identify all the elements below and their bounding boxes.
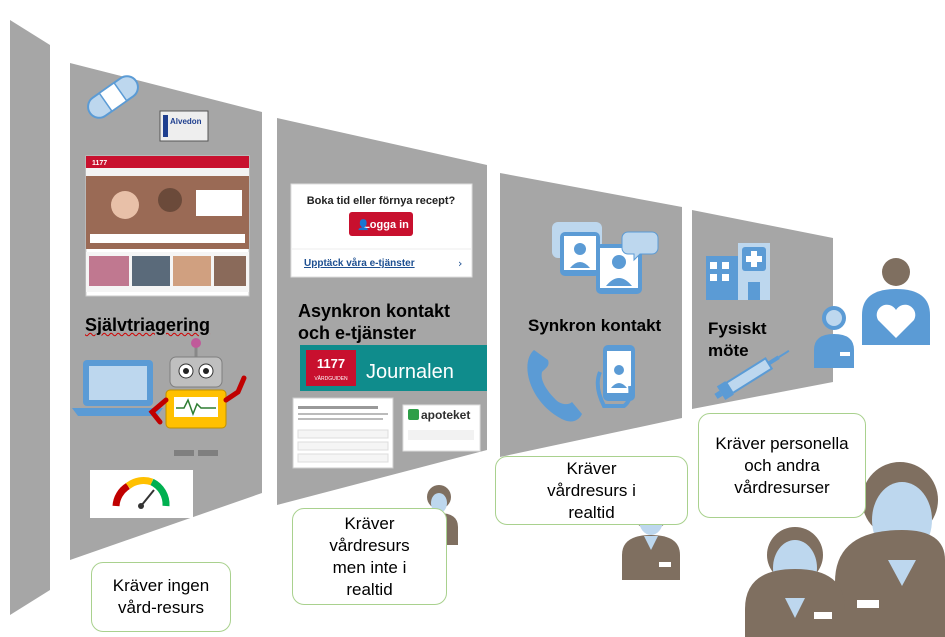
- journal-banner: 1177 VÅRDGUIDEN Journalen: [300, 345, 487, 391]
- site-logo: 1177: [92, 160, 107, 167]
- apoteket-label: apoteket: [421, 408, 470, 422]
- service-list-screenshot: [292, 397, 394, 469]
- panel-physical: [692, 210, 833, 409]
- booking-question: Boka tid eller förnya recept?: [307, 195, 456, 207]
- stage-title-sync: Synkron kontakt: [528, 316, 662, 335]
- requirement-box-sync: Kräver vårdresurs i realtid: [495, 456, 688, 525]
- laptop-icon: [72, 360, 163, 416]
- requirement-box-async: Kräver vårdresurs men inte i realtid: [292, 508, 447, 605]
- nurse-icon: [814, 306, 854, 368]
- tablet-video-icon: [552, 222, 659, 294]
- panel-left-edge: [10, 20, 50, 615]
- requirement-box-physical: Kräver personella och andra vårdresurser: [698, 413, 866, 518]
- discover-link[interactable]: Upptäck våra e-tjänster: [304, 257, 415, 269]
- bandage-icon: [87, 75, 139, 119]
- journal-logo-number: 1177: [317, 356, 345, 371]
- hospital-icon: [706, 243, 770, 300]
- caregiver-group: [745, 462, 945, 637]
- apoteket-logo: apoteket: [402, 404, 481, 452]
- requirement-text: Kräver vårdresurs men inte i realtid: [329, 513, 410, 599]
- doctor-heart-icon: [862, 258, 930, 345]
- stage-title-async: Asynkron kontakt och e-tjänster: [298, 301, 451, 343]
- robot-icon: [148, 338, 247, 456]
- requirement-text: Kräver vårdresurs i realtid: [547, 458, 636, 522]
- chevron-right-icon: ›: [458, 257, 462, 270]
- requirement-text: Kräver ingen vård-resurs: [112, 576, 210, 617]
- stage-title-self-triage: Självtriagering: [85, 315, 211, 335]
- syringe-icon: [714, 349, 790, 400]
- smartphone-icon: [595, 345, 635, 408]
- journal-title: Journalen: [366, 361, 454, 383]
- panel-sync: [500, 173, 682, 457]
- journal-logo-sub: VÅRDGUIDEN: [314, 375, 348, 382]
- requirement-text: Kräver personella och andra vårdresurser: [715, 433, 849, 497]
- stage-title-physical: Fysiskt möte: [708, 319, 767, 360]
- svg-text:👤: 👤: [357, 218, 369, 231]
- website-screenshot: 1177: [85, 155, 250, 297]
- login-button[interactable]: [349, 212, 413, 236]
- alvedon-package: Alvedon: [159, 110, 209, 142]
- booking-widget: Boka tid eller förnya recept? Logga in 👤…: [290, 183, 473, 278]
- gauge-icon: [90, 470, 193, 518]
- requirement-box-self-triage: Kräver ingen vård-resurs: [91, 562, 231, 632]
- alvedon-label: Alvedon: [170, 117, 202, 126]
- login-label: Logga in: [363, 219, 409, 231]
- phone-icon: [527, 350, 582, 422]
